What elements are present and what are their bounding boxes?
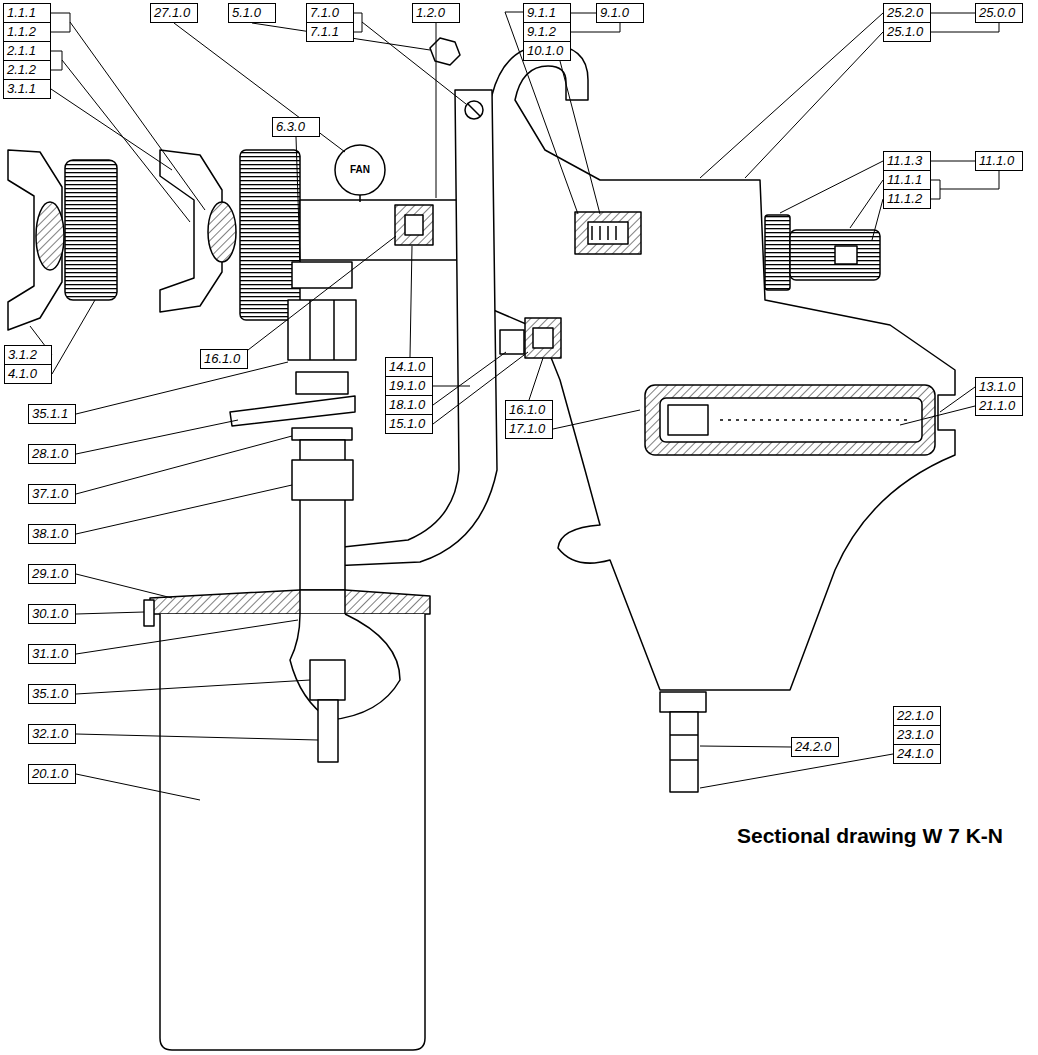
callout-number: 14.1.0 — [385, 357, 433, 377]
callout-number: 35.1.1 — [28, 404, 76, 424]
callout-number: 37.1.0 — [28, 484, 76, 504]
callout-number: 15.1.0 — [385, 414, 433, 434]
callout-number: 1.1.1 — [3, 3, 51, 23]
callout-number: 25.1.0 — [883, 22, 931, 42]
callout-number: 16.1.0 — [200, 349, 248, 369]
callout-number: 28.1.0 — [28, 444, 76, 464]
callout-number: 11.1.3 — [883, 151, 931, 171]
callout-number: 2.1.1 — [3, 41, 51, 61]
callout-number: 29.1.0 — [28, 564, 76, 584]
callout-number: 4.1.0 — [4, 364, 52, 384]
callout-number: 7.1.0 — [306, 3, 354, 23]
callout-number: 11.1.1 — [883, 170, 931, 190]
callout-number: 9.1.1 — [523, 3, 571, 23]
callout-number: 32.1.0 — [28, 724, 76, 744]
callout-number: 1.1.2 — [3, 22, 51, 42]
callout-number: 27.1.0 — [150, 3, 198, 23]
callout-number: 22.1.0 — [893, 706, 941, 726]
callout-number: 20.1.0 — [28, 764, 76, 784]
callout-number: 2.1.2 — [3, 60, 51, 80]
callout-number: 9.1.0 — [596, 3, 644, 23]
callout-number: 18.1.0 — [385, 395, 433, 415]
callout-number: 25.2.0 — [883, 3, 931, 23]
callout-number: 19.1.0 — [385, 376, 433, 396]
callout-number: 25.0.0 — [975, 3, 1023, 23]
gauge-label: FAN — [350, 164, 370, 176]
callout-number: 23.1.0 — [893, 725, 941, 745]
callout-number: 30.1.0 — [28, 604, 76, 624]
callout-number: 3.1.1 — [3, 79, 51, 99]
callout-number: 5.1.0 — [228, 3, 276, 23]
drawing-caption: Sectional drawing W 7 K-N — [737, 823, 1003, 849]
callout-number: 16.1.0 — [505, 400, 553, 420]
callout-number: 38.1.0 — [28, 524, 76, 544]
callout-number: 24.2.0 — [791, 737, 839, 757]
callout-number: 11.1.0 — [975, 151, 1023, 171]
callout-number: 35.1.0 — [28, 684, 76, 704]
callout-number: 9.1.2 — [523, 22, 571, 42]
callout-number: 11.1.2 — [883, 189, 931, 209]
callout-number: 24.1.0 — [893, 744, 941, 764]
callout-number: 6.3.0 — [272, 117, 320, 137]
callout-number: 1.2.0 — [412, 3, 460, 23]
callout-number: 21.1.0 — [975, 396, 1023, 416]
callout-number: 7.1.1 — [306, 22, 354, 42]
callout-number: 13.1.0 — [975, 377, 1023, 397]
callout-number: 17.1.0 — [505, 419, 553, 439]
callout-number: 31.1.0 — [28, 644, 76, 664]
callout-number: 10.1.0 — [523, 41, 571, 61]
callout-number: 3.1.2 — [4, 345, 52, 365]
